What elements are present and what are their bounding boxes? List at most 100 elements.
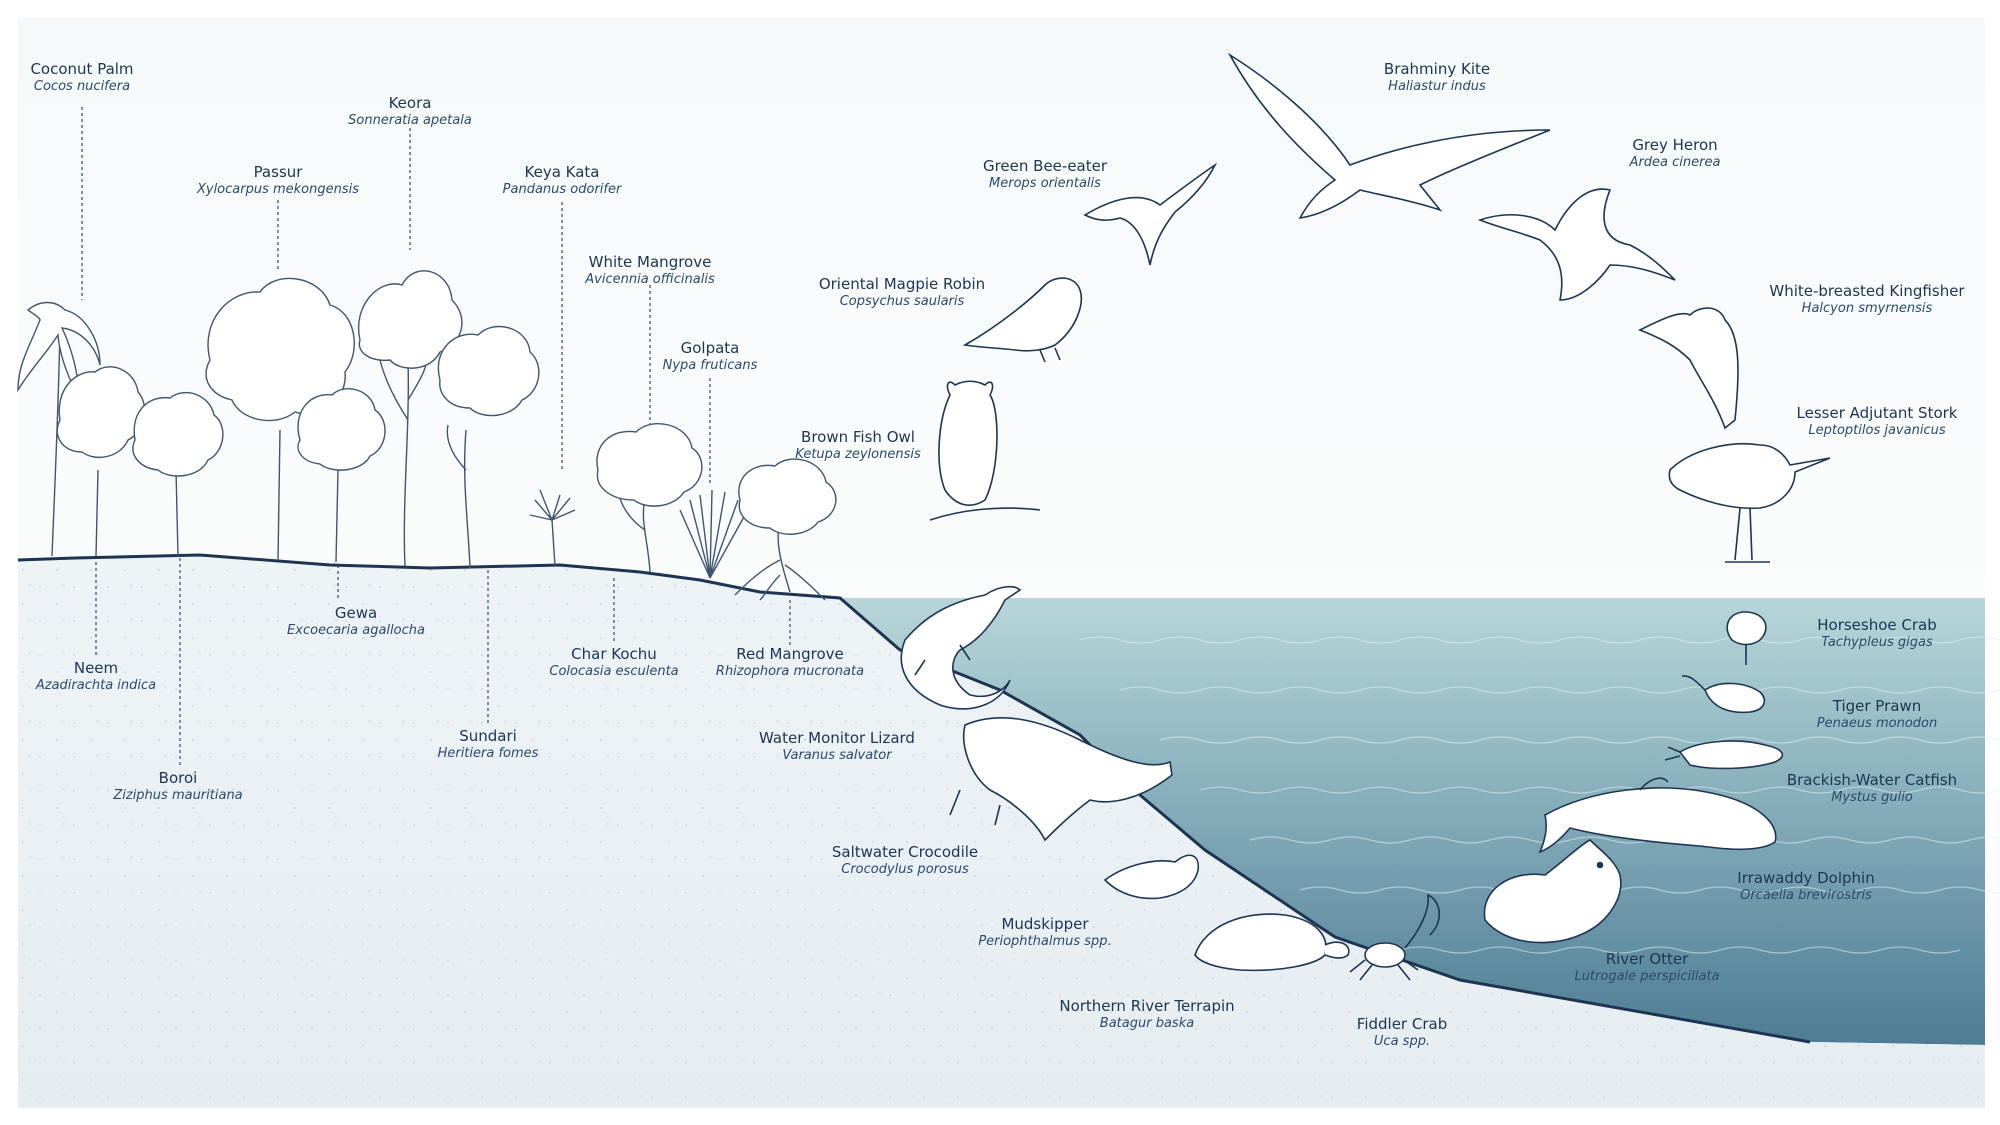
grey-heron-drawing [1477, 188, 1676, 301]
green-bee-eater-drawing [1083, 162, 1218, 266]
irrawaddy-dolphin-drawing [1538, 777, 1777, 854]
white-breasted-kingfisher-drawing [1638, 307, 1739, 430]
scientific-name: Halcyon smyrnensis [1801, 300, 1933, 316]
scientific-name: Ketupa zeylonensis [795, 446, 921, 462]
keora-tree [357, 270, 463, 567]
white-mangrove-tree [596, 423, 703, 573]
common-name: Fiddler Crab [1356, 1015, 1448, 1033]
soil-texture [18, 555, 1985, 1108]
common-name: Green Bee-eater [982, 157, 1108, 175]
golpata-palm [679, 489, 746, 579]
common-name: Neem [73, 659, 119, 677]
northern-river-terrapin-drawing [1194, 913, 1350, 972]
scientific-name: Haliastur indus [1388, 78, 1486, 94]
common-name: Red Mangrove [736, 645, 844, 663]
sundari-tree [437, 325, 540, 569]
scientific-name: Lutrogale perspicillata [1574, 968, 1720, 984]
scientific-name: Uca spp. [1373, 1033, 1431, 1049]
common-name: Char Kochu [571, 645, 657, 663]
scientific-name: Excoecaria agallocha [287, 622, 425, 638]
scientific-name: Periophthalmus spp. [978, 933, 1112, 949]
common-name: White Mangrove [588, 253, 712, 271]
common-name: Boroi [158, 769, 198, 787]
common-name: Keya Kata [524, 163, 600, 181]
brown-fish-owl-drawing [929, 380, 1041, 521]
common-name: Golpata [680, 339, 740, 357]
scientific-name: Merops orientalis [989, 175, 1101, 191]
scientific-name: Copsychus saularis [839, 293, 965, 309]
scientific-name: Batagur baska [1099, 1015, 1195, 1031]
common-name: Keora [388, 94, 432, 112]
common-name: Irrawaddy Dolphin [1737, 869, 1875, 887]
common-name: Oriental Magpie Robin [818, 275, 986, 293]
coconut-palm-tree [17, 301, 101, 557]
scientific-name: Ziziphus mauritiana [113, 787, 243, 803]
scientific-name: Cocos nucifera [33, 78, 131, 94]
water-waves [1079, 636, 2000, 954]
fiddler-crab-drawing [1349, 893, 1440, 981]
scientific-name: Colocasia esculenta [549, 663, 679, 679]
scientific-name: Tachypleus gigas [1821, 634, 1933, 650]
scientific-name: Nypa fruticans [662, 357, 758, 373]
ground-profile-line [17, 553, 1811, 1044]
gewa-tree [297, 387, 386, 563]
scientific-name: Sonneratia apetala [348, 112, 472, 128]
scientific-name: Crocodylus porosus [841, 861, 969, 877]
scientific-name: Ardea cinerea [1629, 154, 1721, 170]
scientific-name: Orcaella brevirostris [1740, 887, 1872, 903]
common-name: Passur [253, 163, 303, 181]
scientific-name: Penaeus monodon [1816, 715, 1938, 731]
brahminy-kite-drawing [1227, 52, 1551, 220]
forest-canopy [17, 270, 837, 601]
scientific-name: Rhizophora mucronata [715, 663, 865, 679]
water-body [840, 598, 1985, 1045]
common-name: Water Monitor Lizard [759, 729, 915, 747]
scientific-name: Azadirachta indica [35, 677, 157, 693]
mudskipper-drawing [1103, 854, 1200, 900]
keya-kata-shrub [529, 489, 576, 567]
scientific-name: Mystus gulio [1831, 789, 1913, 805]
aquatic-animals [1483, 611, 1784, 944]
leader-lines [81, 107, 791, 765]
common-name: Coconut Palm [30, 60, 134, 78]
brackish-water-catfish-drawing [1664, 740, 1784, 770]
birds [929, 52, 1831, 563]
common-name: Mudskipper [1001, 915, 1089, 933]
common-name: Grey Heron [1632, 136, 1718, 154]
water-monitor-lizard-drawing [900, 585, 1022, 710]
common-name: Horseshoe Crab [1817, 616, 1937, 634]
oriental-magpie-robin-drawing [962, 277, 1082, 363]
common-name: Brown Fish Owl [801, 428, 915, 446]
common-name: Sundari [459, 727, 517, 745]
scientific-name: Varanus salvator [782, 747, 892, 763]
common-name: Gewa [334, 604, 378, 622]
river-otter-drawing [1483, 839, 1622, 944]
common-name: Tiger Prawn [1832, 697, 1922, 715]
common-name: Brahminy Kite [1383, 60, 1491, 78]
horseshoe-crab-drawing [1726, 611, 1767, 665]
red-mangrove-tree [734, 458, 837, 601]
common-name: Northern River Terrapin [1059, 997, 1235, 1015]
lesser-adjutant-stork-drawing [1668, 442, 1831, 563]
